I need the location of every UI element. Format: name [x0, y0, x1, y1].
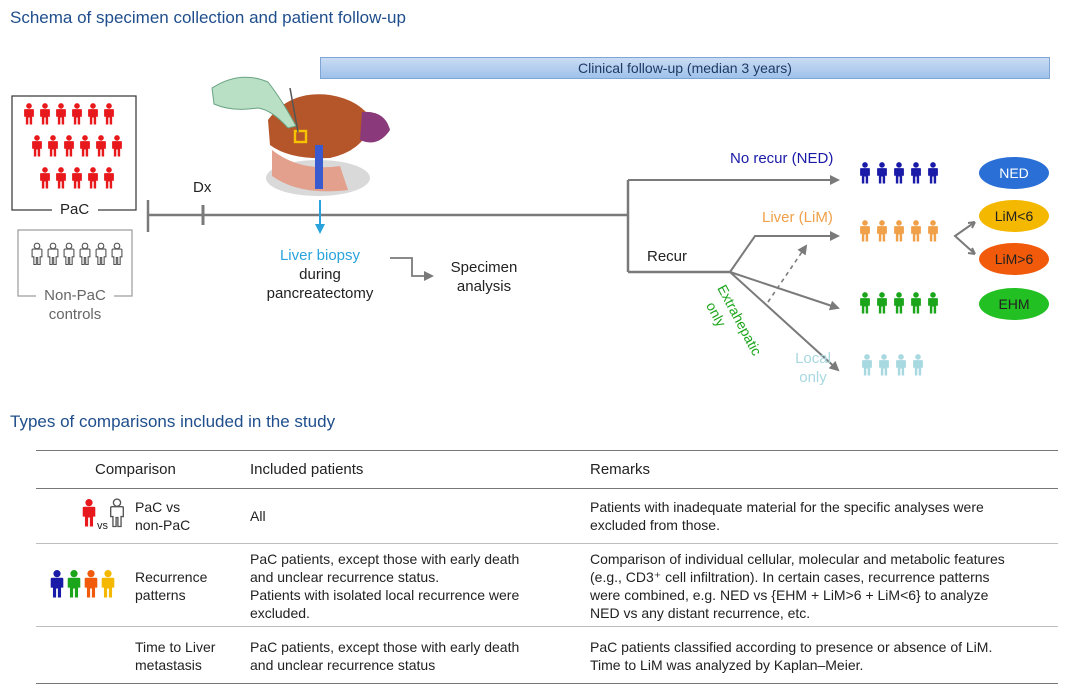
- row-1-remarks: Patients with inadequate material for th…: [590, 499, 984, 533]
- badge-ehm: EHM: [998, 296, 1029, 312]
- header-patients: Included patients: [250, 461, 364, 478]
- specimen-line-1: Specimen: [450, 259, 518, 276]
- nonpac-label-1: Non-PaC: [44, 287, 106, 304]
- comparisons-title: Types of comparisons included in the stu…: [10, 412, 336, 431]
- local-arrow: [729, 271, 840, 372]
- recur-label: Recur: [647, 248, 688, 265]
- liver-surgery-illustration: [211, 76, 390, 196]
- ehm-people: [860, 292, 938, 314]
- svg-text:vs: vs: [97, 520, 109, 532]
- row-divider-2: [36, 626, 1058, 627]
- pac-people: [24, 103, 122, 189]
- row-divider-1: [36, 543, 1058, 544]
- badge-lim-lt6-shape: [979, 200, 1049, 232]
- specimen-line-2: analysis: [456, 278, 512, 295]
- table-top-rule: [36, 450, 1058, 451]
- nonpac-label-2: controls: [48, 306, 102, 323]
- recurrence-patterns-icon: [50, 570, 115, 598]
- row-1-label: PaC vs non-PaC: [135, 499, 191, 533]
- row-2-remarks: Comparison of individual cellular, molec…: [590, 551, 1005, 621]
- pac-vs-nonpac-icon: vs: [82, 498, 125, 532]
- schema-title: Schema of specimen collection and patien…: [10, 8, 406, 27]
- header-remarks: Remarks: [590, 461, 651, 478]
- badge-ned-shape: [979, 157, 1049, 189]
- biopsy-line-2: during: [299, 266, 341, 283]
- nonpac-people: [31, 242, 123, 266]
- liver-label: Liver (LiM): [762, 209, 833, 226]
- row-2-patients: PaC patients, except those with early de…: [250, 551, 520, 621]
- row-3-patients: PaC patients, except those with early de…: [250, 639, 520, 673]
- row-3-label: Time to Liver metastasis: [135, 639, 216, 673]
- liver-people: [860, 220, 938, 242]
- pac-label: PaC: [60, 201, 90, 218]
- dx-label: Dx: [193, 179, 212, 196]
- badge-ned: NED: [999, 165, 1029, 181]
- row-1-patients: All: [250, 508, 266, 524]
- ned-people: [860, 162, 938, 184]
- badge-ehm-shape: [979, 288, 1049, 320]
- local-people: [862, 354, 923, 376]
- local-line-2: only: [799, 369, 827, 386]
- biopsy-line-1: Liver biopsy: [279, 247, 361, 264]
- table-bottom-rule: [36, 683, 1058, 684]
- header-comparison: Comparison: [95, 461, 176, 478]
- badge-lim-lt6: LiM<6: [995, 208, 1034, 224]
- specimen-arrow: [390, 257, 434, 281]
- followup-bar: Clinical follow-up (median 3 years): [320, 57, 1050, 79]
- biopsy-line-3: pancreatectomy: [266, 285, 374, 302]
- followup-bar-label: Clinical follow-up (median 3 years): [578, 60, 792, 76]
- extrahepatic-arrow: [729, 271, 840, 311]
- row-3-remarks: PaC patients classified according to pre…: [590, 639, 993, 673]
- row-2-label: Recurrence patterns: [135, 569, 208, 603]
- badge-lim-gt6-shape: [979, 243, 1049, 275]
- schema-diagram: NED LiM<6 LiM>6 EHM Extrahepatic only: [11, 76, 1049, 376]
- badge-lim-gt6: LiM>6: [995, 251, 1034, 267]
- no-recur-label: No recur (NED): [730, 150, 834, 167]
- local-line-1: Local: [795, 350, 831, 367]
- dashed-conversion-arrow: [767, 244, 808, 303]
- table-header-rule: [36, 488, 1058, 489]
- liver-arrow: [729, 231, 840, 273]
